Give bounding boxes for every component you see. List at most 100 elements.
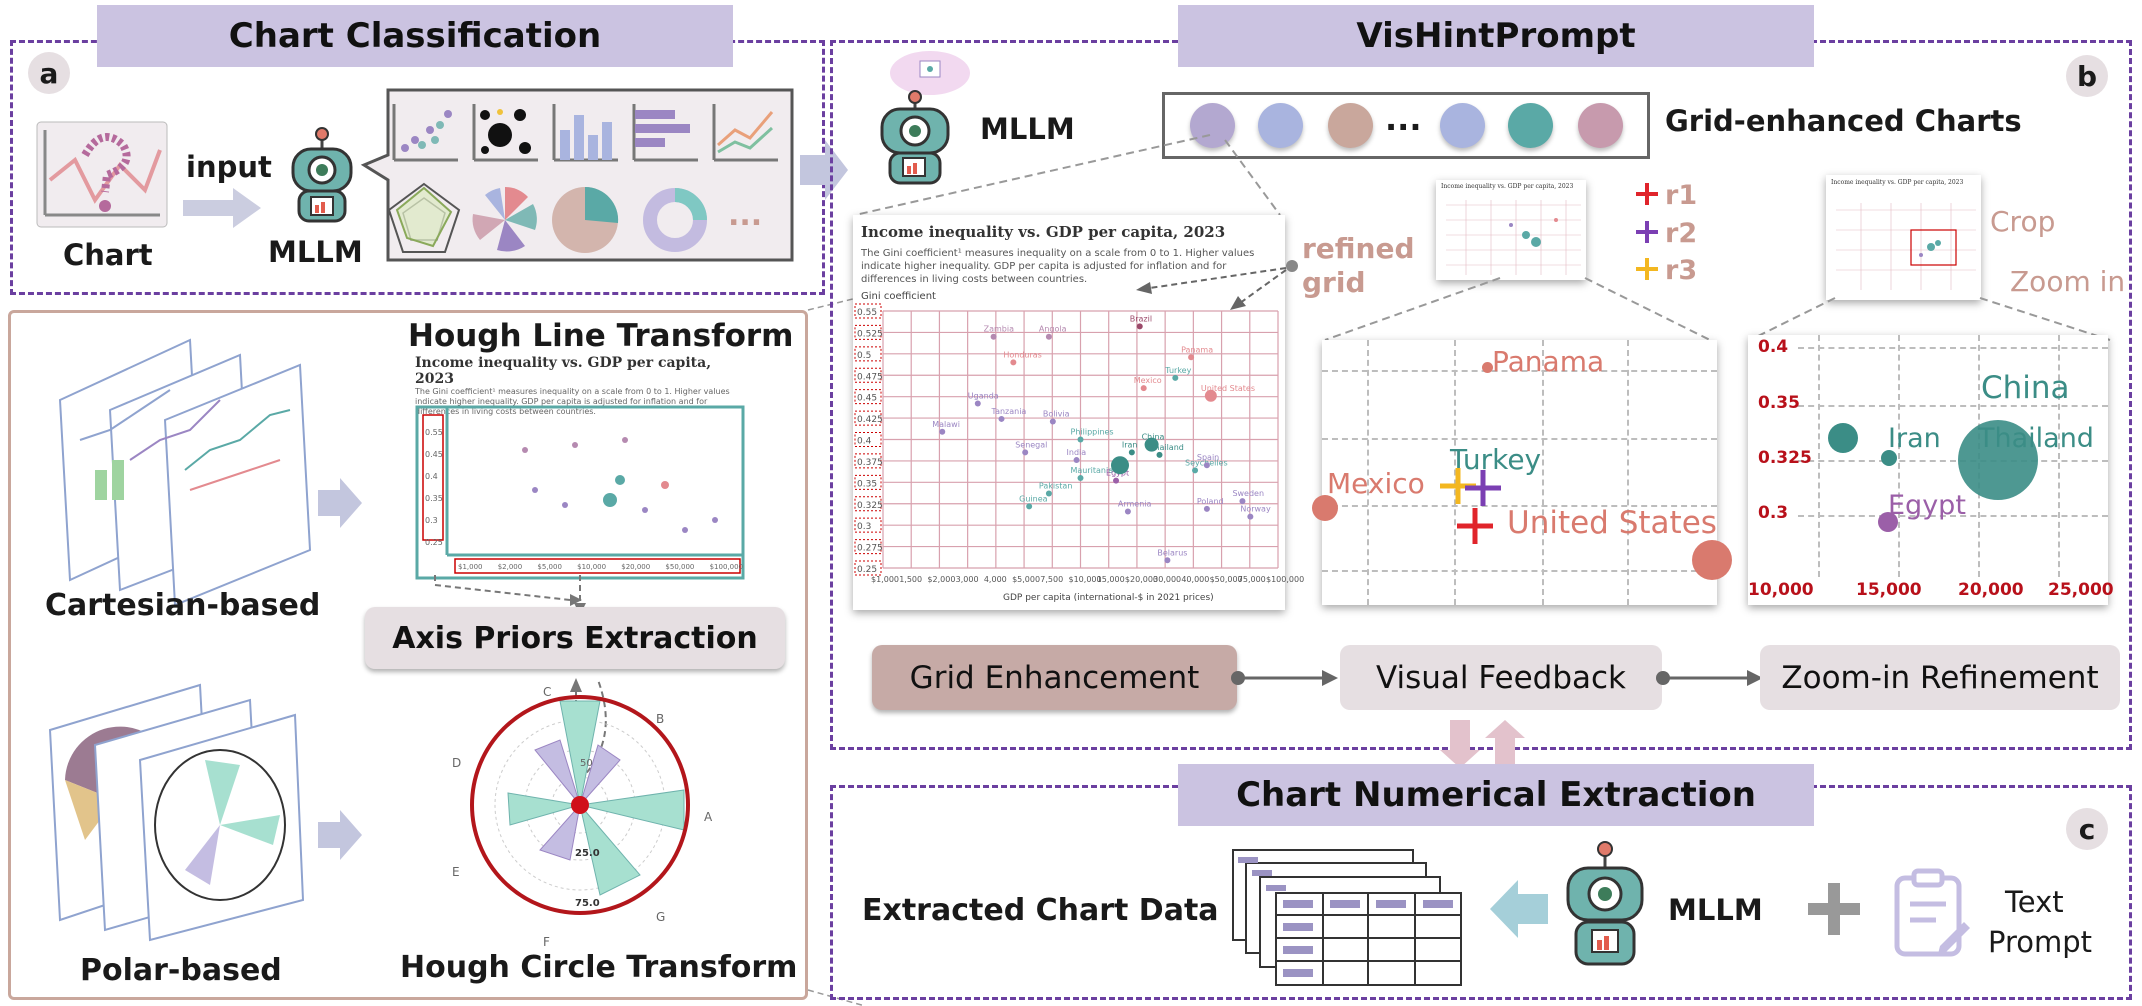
- big-chart-title: Income inequality vs. GDP per capita, 20…: [861, 223, 1226, 241]
- x-tick-label: 4,000: [984, 575, 1007, 584]
- iran-bubble-small: [1881, 450, 1897, 466]
- country-label: Panama: [1181, 345, 1213, 354]
- mini-x-tick: $50,000: [665, 563, 695, 571]
- big-chart-subtitle: The Gini coefficient¹ measures inequalit…: [861, 248, 1255, 285]
- expand-lines: [854, 134, 1281, 216]
- candidate-circle: [1578, 103, 1623, 148]
- country-point: [1203, 505, 1210, 512]
- mini-y-tick: 0.55: [425, 428, 443, 437]
- y-tick-box: [854, 496, 882, 512]
- bar-chart-icon: [550, 100, 620, 169]
- china-bubble: [1958, 420, 2038, 500]
- country-point: [1077, 475, 1084, 482]
- step-arrow-2: [1656, 670, 1763, 686]
- r1-crosshair: [1457, 508, 1493, 544]
- scatter-chart-icon: [390, 100, 460, 169]
- country-label: United States: [1201, 384, 1255, 393]
- country-point: [990, 333, 997, 340]
- donut-chart-icon: [640, 185, 710, 259]
- x-tick-label: $20,000: [1125, 575, 1158, 584]
- text-prompt-label-1: Text: [2005, 885, 2064, 919]
- country-point: [974, 400, 981, 407]
- country-point: [998, 415, 1005, 422]
- hough-circle-title: Hough Circle Transform: [400, 950, 798, 985]
- y-tick-label: 0.325: [857, 501, 883, 511]
- big-chart-plot: 0.550.5250.50.4750.450.4250.40.3750.350.…: [854, 303, 1304, 584]
- legend-r2: r2: [1665, 218, 1698, 249]
- chart-classification-title: Chart Classification: [97, 5, 733, 67]
- b-c-exchange-arrows: [1440, 720, 1525, 768]
- country-point: [1144, 437, 1159, 452]
- candidate-circle: [1258, 103, 1303, 148]
- chart-label: Chart: [63, 238, 153, 272]
- grid-enhanced-chart-card: Income inequality vs. GDP per capita, 20…: [853, 215, 1304, 610]
- line-chart-icon: [710, 100, 780, 169]
- country-point: [1188, 354, 1195, 361]
- country-label: Malawi: [932, 420, 960, 429]
- mllm-label-b: MLLM: [980, 112, 1075, 146]
- egypt-bubble: [1878, 512, 1898, 532]
- y-tick-label: 0.3: [857, 522, 871, 532]
- y-tick-box: [854, 324, 882, 340]
- y-tick-box: [854, 346, 882, 362]
- polar-letter-c: C: [543, 685, 552, 699]
- country-point: [1077, 436, 1084, 443]
- big-chart-y-label: Gini coefficient: [861, 291, 936, 302]
- plus-icon: [1808, 883, 1860, 939]
- r2-crosshair: [1465, 470, 1501, 506]
- data-table-stack-icon: [1228, 845, 1468, 994]
- input-arrow: [183, 188, 263, 232]
- country-label: Mauritania: [1071, 466, 1114, 475]
- country-label: Mexico: [1134, 376, 1162, 385]
- horizontal-bar-chart-icon: [630, 100, 700, 169]
- zoom-x-tick: 20,000: [1958, 580, 2024, 600]
- mexico-dot: [1312, 495, 1338, 521]
- country-label: Belarus: [1157, 548, 1187, 557]
- crop-label: Crop: [1990, 205, 2056, 238]
- mini-x-tick: $100,000: [709, 563, 743, 571]
- country-label: Thailand: [1149, 443, 1184, 452]
- bubble-chart-icon: [470, 100, 540, 169]
- zoom-y-tick: 0.3: [1758, 503, 1789, 523]
- text-prompt-label-2: Prompt: [1988, 925, 2093, 959]
- legend-r3: r3: [1665, 255, 1698, 286]
- chart-question-icon: [35, 120, 170, 230]
- circle-ellipsis: ...: [1385, 100, 1422, 138]
- mini-y-tick: 0.35: [425, 494, 443, 503]
- y-tick-box: [854, 389, 882, 405]
- country-point: [1045, 333, 1052, 340]
- input-label: input: [186, 150, 272, 184]
- country-label: India: [1067, 448, 1087, 457]
- zoom-x-tick: 15,000: [1856, 580, 1922, 600]
- zoom-in-card: 0.4 0.35 0.325 0.3 10,000 15,000 20,000 …: [1748, 335, 2114, 605]
- country-point: [1073, 457, 1080, 464]
- grid-enhanced-strip: [1162, 92, 1650, 159]
- left-panel-frame: [8, 310, 808, 1000]
- zoom-y-tick: 0.4: [1758, 337, 1789, 357]
- badge-b: b: [2066, 55, 2108, 97]
- feedback-expand-lines: [1324, 277, 1711, 341]
- x-tick-label: $10,000: [1069, 575, 1102, 584]
- y-tick-box: [854, 432, 882, 447]
- cartesian-arrow: [318, 478, 363, 532]
- legend-r2-marker: [1636, 221, 1658, 243]
- country-label: Philippines: [1071, 428, 1114, 437]
- country-point: [939, 428, 946, 435]
- grid-enhanced-label: Grid-enhanced Charts: [1665, 104, 2022, 138]
- y-tick-box: [854, 539, 882, 555]
- egypt-label: Egypt: [1888, 490, 1966, 521]
- polar-letter-e: E: [452, 865, 460, 879]
- y-tick-box: [854, 367, 882, 383]
- y-tick-label: 0.25: [857, 565, 877, 575]
- country-label: Bolivia: [1043, 410, 1070, 419]
- more-types-ellipsis: ...: [728, 198, 763, 233]
- axis-priors-box: Axis Priors Extraction: [365, 607, 785, 669]
- text-prompt-icon: [1892, 868, 1972, 962]
- country-label: Sweden: [1232, 489, 1264, 498]
- refined-grid-arrows: [1136, 260, 1298, 310]
- country-point: [1022, 449, 1029, 456]
- badge-a: a: [28, 52, 70, 94]
- visual-feedback-step: Visual Feedback: [1340, 645, 1662, 710]
- zoom-y-tick: 0.325: [1758, 448, 1812, 468]
- country-label: Angola: [1039, 325, 1067, 334]
